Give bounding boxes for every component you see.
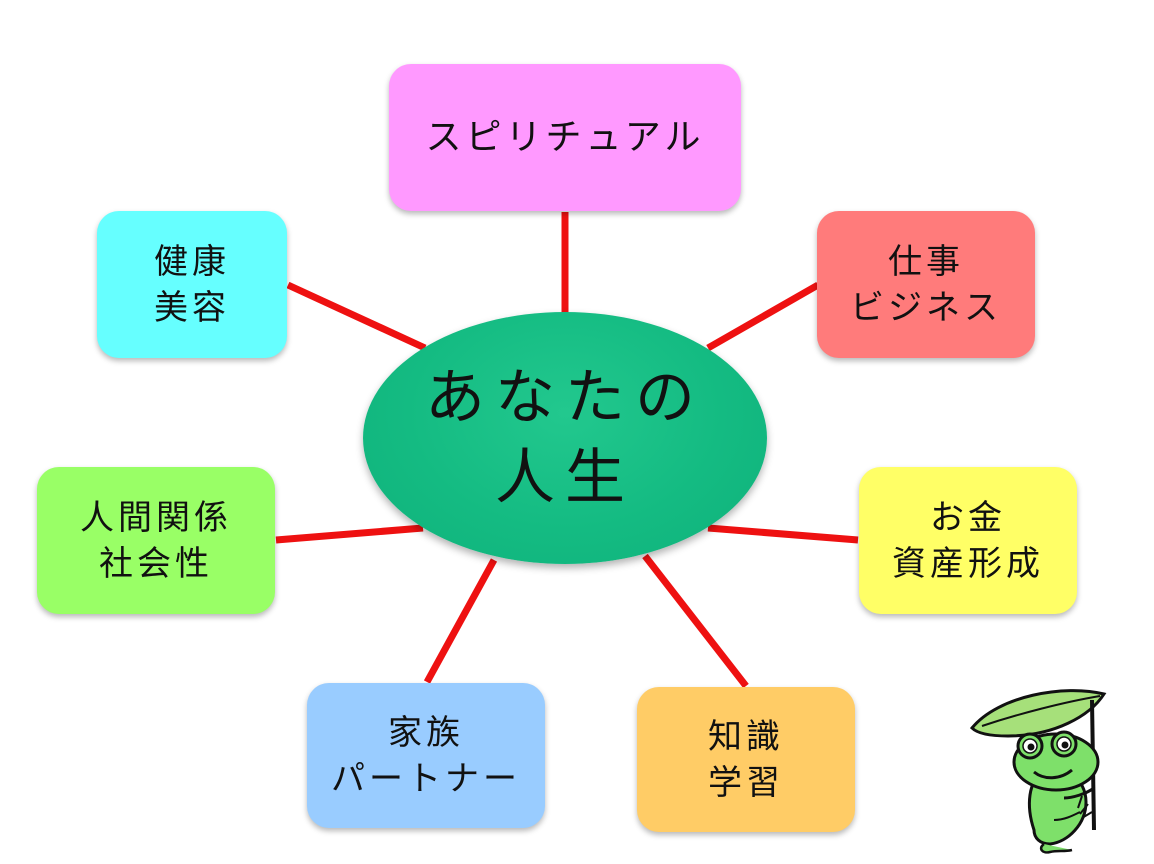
node-health-line-1: 健康 (154, 241, 230, 282)
connector-health (286, 281, 427, 352)
connector-money (707, 524, 859, 544)
node-relationships-line-1: 人間関係 (80, 497, 232, 538)
center-node-line-1: あなたの (425, 363, 705, 433)
node-knowledge-line-1: 知識 (708, 716, 784, 757)
node-money: お金 資産形成 (859, 467, 1077, 614)
node-spiritual: スピリチュアル (389, 64, 741, 211)
node-family-line-2: パートナー (331, 758, 521, 799)
node-money-line-1: お金 (930, 497, 1006, 538)
connector-work (706, 281, 820, 352)
node-relationships-line-2: 社会性 (99, 543, 213, 584)
node-work: 仕事 ビジネス (817, 211, 1035, 358)
node-spiritual-label: スピリチュアル (425, 116, 705, 158)
node-relationships: 人間関係 社会性 (37, 467, 275, 614)
node-health-line-2: 美容 (154, 287, 230, 328)
node-work-line-2: ビジネス (850, 287, 1002, 328)
node-money-line-2: 資産形成 (892, 543, 1044, 584)
node-family-line-1: 家族 (388, 712, 464, 753)
frog-with-leaf-umbrella-icon (969, 689, 1107, 854)
node-work-line-1: 仕事 (888, 241, 964, 282)
node-family: 家族 パートナー (307, 683, 545, 828)
center-node-line-2: 人生 (495, 443, 635, 513)
node-knowledge-line-2: 学習 (708, 762, 784, 803)
node-health: 健康 美容 (97, 211, 287, 358)
center-node: あなたの 人生 (363, 312, 767, 564)
connector-relationships (275, 524, 424, 544)
connector-knowledge (642, 553, 749, 689)
node-knowledge: 知識 学習 (637, 687, 855, 832)
connector-family (423, 558, 498, 684)
